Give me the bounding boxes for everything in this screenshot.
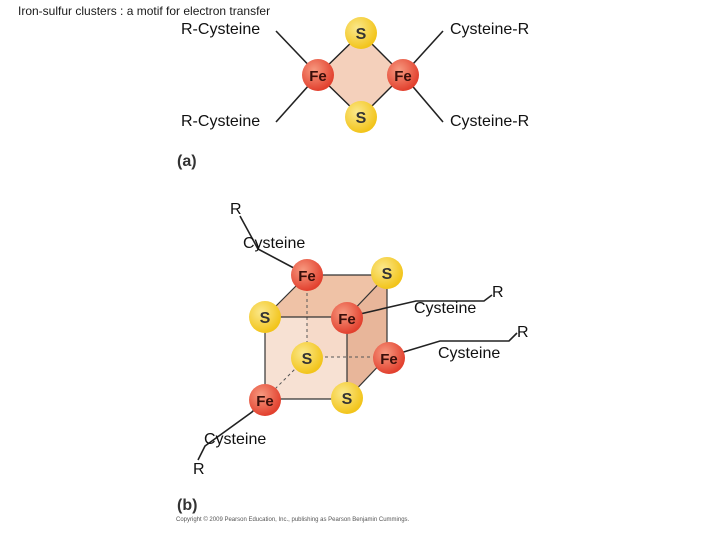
ligand-label: Cysteine [438, 345, 500, 362]
atom-label: Fe [338, 311, 356, 328]
cube-right-face [347, 275, 387, 399]
ligand-label: Cysteine-R [450, 113, 529, 130]
sulfur-atom: S [371, 257, 403, 289]
atom-label: S [302, 351, 313, 368]
iron-atom: Fe [387, 59, 419, 91]
sulfur-atom: S [345, 17, 377, 49]
iron-atom: Fe [331, 302, 363, 334]
atom-label: S [382, 266, 393, 283]
ligand-label: R-Cysteine [181, 113, 260, 130]
atom-label: S [342, 391, 353, 408]
atom-label: Fe [256, 393, 274, 410]
atom-label: Fe [394, 68, 412, 85]
copyright-notice: Copyright © 2009 Pearson Education, Inc.… [176, 517, 410, 523]
iron-atom: Fe [373, 342, 405, 374]
panel-b: Fe S S Fe S Fe [177, 201, 529, 514]
iron-atom: Fe [291, 259, 323, 291]
panel-label: (a) [177, 153, 197, 170]
panel-label: (b) [177, 497, 197, 514]
atom-label: S [260, 310, 271, 327]
ligand-label: Cysteine [204, 431, 266, 448]
ligand-label: Cysteine [243, 235, 305, 252]
sulfur-atom: S [331, 382, 363, 414]
sulfur-atom: S [291, 342, 323, 374]
atom-label: Fe [298, 268, 316, 285]
atom-label: Fe [309, 68, 327, 85]
ligand-r-label: R [193, 461, 205, 478]
ligand-label: Cysteine-R [450, 21, 529, 38]
ligand-r-label: R [517, 324, 529, 341]
atom-label: Fe [380, 351, 398, 368]
atom-label: S [356, 26, 367, 43]
ligand-label: R-Cysteine [181, 21, 260, 38]
sulfur-atom: S [249, 301, 281, 333]
ligand-label: Cysteine [414, 300, 476, 317]
sulfur-atom: S [345, 101, 377, 133]
ligand-r-label: R [492, 284, 504, 301]
iron-atom: Fe [302, 59, 334, 91]
panel-a: S S Fe Fe R-Cysteine R-Cysteine Cysteine… [177, 17, 529, 170]
atom-label: S [356, 110, 367, 127]
caption: Iron-sulfur clusters : a motif for elect… [18, 4, 271, 18]
ligand-r-label: R [230, 201, 242, 218]
iron-atom: Fe [249, 384, 281, 416]
